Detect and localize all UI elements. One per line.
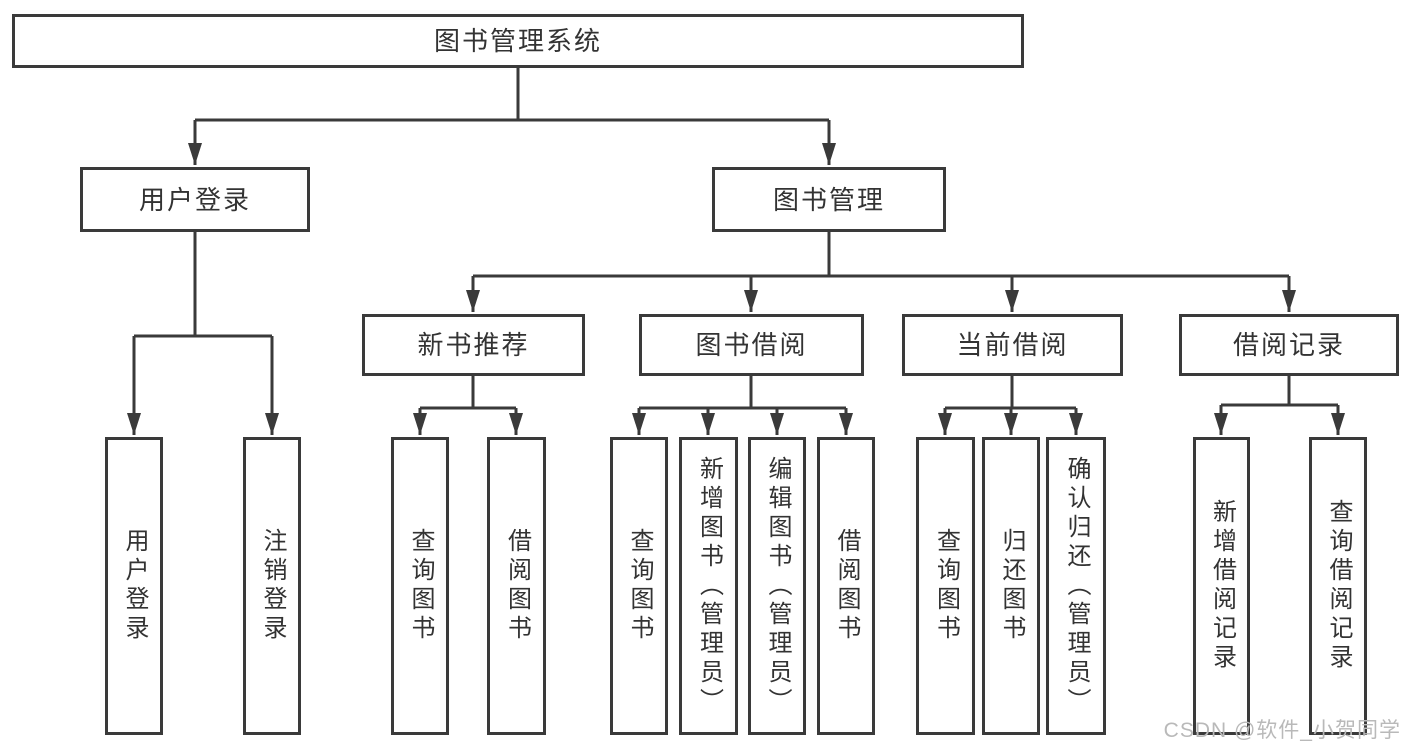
leaf-add-books-admin-label: 新增图书（管理员） [695, 455, 723, 717]
csdn-watermark: CSDN @软件_小贺同学 [1163, 719, 1401, 742]
node-book-management: 图书管理 [712, 167, 946, 232]
leaf-borrow-books-label: 借阅图书 [833, 528, 860, 644]
node-root: 图书管理系统 [12, 14, 1024, 68]
node-book-management-label: 图书管理 [772, 184, 885, 215]
leaf-logout-label: 注销登录 [259, 528, 286, 644]
leaf-user-login: 用户登录 [105, 437, 163, 735]
leaf-add-borrow-record: 新增借阅记录 [1193, 437, 1250, 735]
leaf-query-books-recommend: 查询图书 [391, 437, 449, 735]
leaf-query-books-current: 查询图书 [916, 437, 975, 735]
node-book-borrow: 图书借阅 [639, 314, 864, 376]
leaf-query-books-recommend-label: 查询图书 [407, 528, 434, 644]
leaf-query-books-borrow-label: 查询图书 [626, 528, 653, 644]
node-book-borrow-label: 图书借阅 [695, 330, 808, 360]
node-user-login-label: 用户登录 [138, 184, 251, 215]
leaf-query-books-current-label: 查询图书 [932, 528, 960, 644]
connector-bookmgmt-bar [473, 232, 1289, 278]
leaf-return-books-label: 归还图书 [998, 528, 1025, 644]
connector-bookborrow-bar [639, 376, 846, 410]
leaf-user-login-label: 用户登录 [121, 528, 148, 644]
leaf-borrow-books-recommend-label: 借阅图书 [503, 528, 531, 644]
leaf-query-books-borrow: 查询图书 [610, 437, 668, 735]
leaf-logout: 注销登录 [243, 437, 301, 735]
leaf-return-books: 归还图书 [982, 437, 1040, 735]
connector-userlogin-bar [134, 232, 272, 338]
node-current-borrow: 当前借阅 [902, 314, 1123, 376]
leaf-add-books-admin: 新增图书（管理员） [679, 437, 738, 735]
node-user-login: 用户登录 [80, 167, 310, 232]
leaf-confirm-return-admin: 确认归还（管理员） [1046, 437, 1106, 735]
leaf-query-borrow-record-label: 查询借阅记录 [1325, 499, 1352, 673]
leaf-edit-books-admin-label: 编辑图书（管理员） [764, 455, 791, 717]
leaf-confirm-return-admin-label: 确认归还（管理员） [1063, 455, 1090, 717]
connector-currentborrow-bar [945, 376, 1076, 410]
leaf-borrow-books: 借阅图书 [817, 437, 875, 735]
connector-root-bar [195, 68, 829, 122]
leaf-add-borrow-record-label: 新增借阅记录 [1208, 499, 1236, 673]
connector-borrowrecords-bar [1221, 376, 1338, 407]
leaf-query-borrow-record: 查询借阅记录 [1309, 437, 1367, 735]
node-new-book-recommend: 新书推荐 [362, 314, 585, 376]
node-current-borrow-label: 当前借阅 [956, 330, 1069, 360]
node-borrow-records: 借阅记录 [1179, 314, 1399, 376]
leaf-edit-books-admin: 编辑图书（管理员） [748, 437, 806, 735]
node-root-label: 图书管理系统 [433, 26, 602, 56]
node-borrow-records-label: 借阅记录 [1232, 330, 1345, 360]
connector-newbook-bar [420, 376, 516, 410]
node-new-book-recommend-label: 新书推荐 [417, 330, 530, 360]
leaf-borrow-books-recommend: 借阅图书 [487, 437, 546, 735]
